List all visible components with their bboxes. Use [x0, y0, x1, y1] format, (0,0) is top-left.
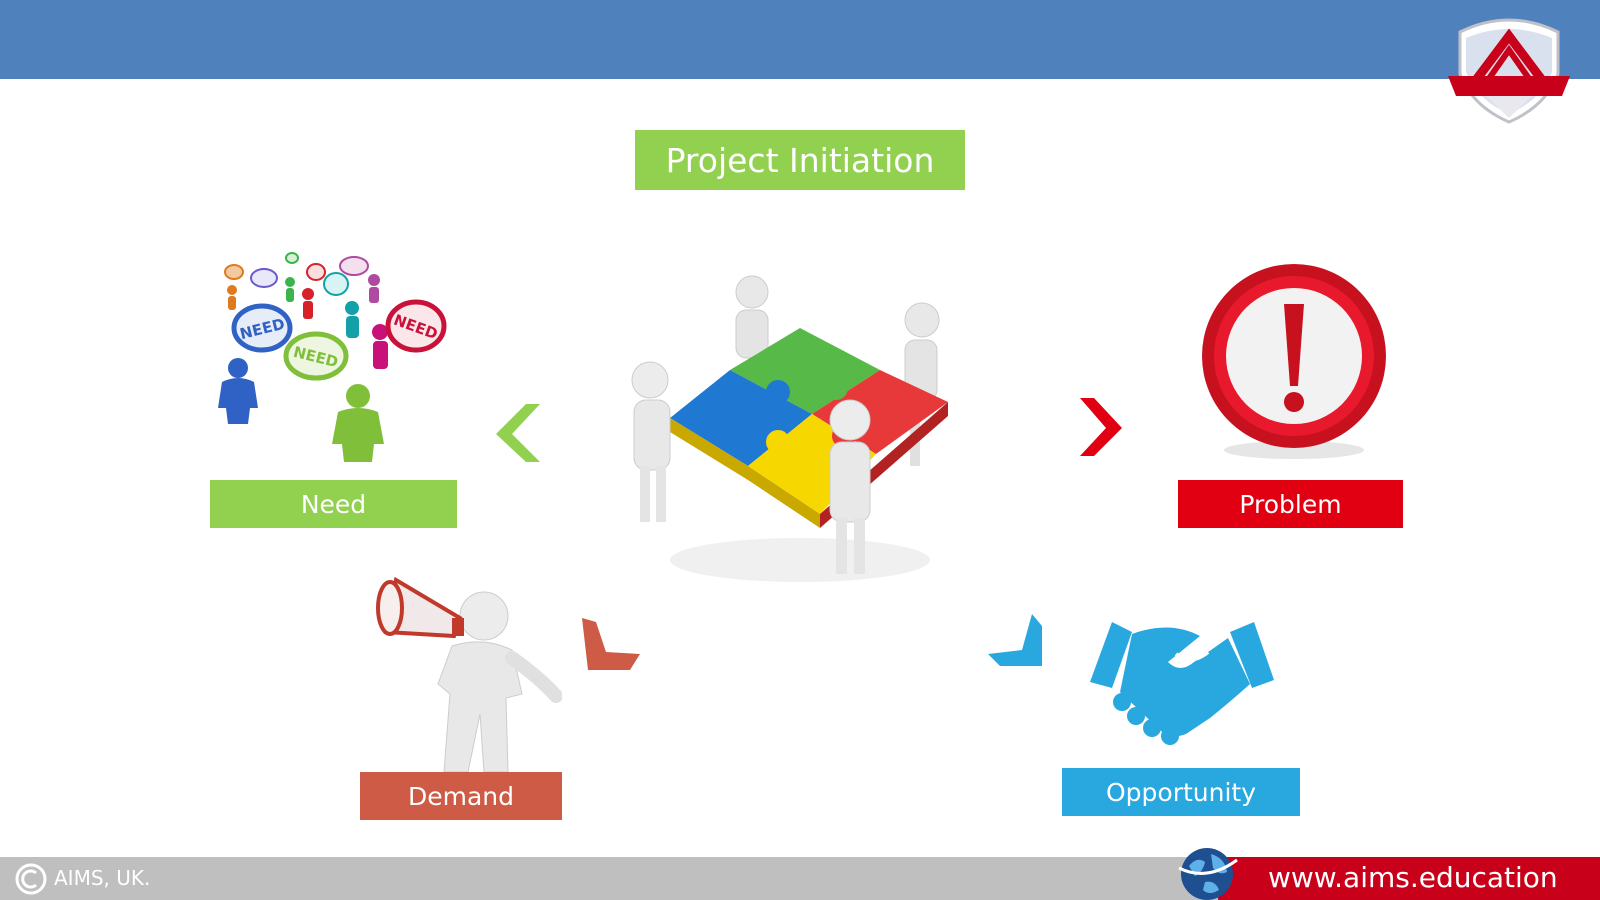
person-icon	[218, 358, 258, 424]
opportunity-label: Opportunity	[1062, 768, 1300, 816]
problem-label: Problem	[1178, 480, 1403, 528]
person-icon	[285, 277, 295, 302]
copyright-icon	[14, 862, 48, 896]
person-icon	[227, 285, 237, 310]
need-speech-bubble-red: NEED	[385, 299, 447, 353]
person-icon	[332, 384, 384, 462]
need-speech-bubble-green: NEED	[283, 331, 349, 381]
globe-icon	[1175, 842, 1239, 900]
person-icon	[302, 288, 314, 319]
megaphone-person-illustration	[372, 574, 562, 772]
header-bar	[0, 0, 1600, 79]
demand-label: Demand	[360, 772, 562, 820]
need-illustration: NEED NEED NEED	[212, 248, 462, 466]
need-speech-bubble-blue: NEED	[231, 303, 293, 353]
page-title: Project Initiation	[635, 130, 965, 190]
footer-accent-bar	[1218, 857, 1600, 900]
handshake-icon	[1090, 622, 1274, 748]
aims-crest-logo	[1446, 14, 1572, 126]
arrow-down-left-icon	[582, 618, 642, 674]
footer-copyright-text: AIMS, UK.	[54, 866, 151, 890]
person-icon	[372, 324, 388, 369]
need-label: Need	[210, 480, 457, 528]
warning-icon	[1196, 262, 1392, 462]
person-icon	[368, 274, 380, 303]
footer-website-link[interactable]: www.aims.education	[1268, 861, 1558, 894]
puzzle-team-illustration	[630, 270, 960, 590]
person-icon	[345, 301, 359, 338]
arrow-right-icon	[1078, 398, 1124, 458]
arrow-left-icon	[496, 404, 542, 464]
arrow-down-right-icon	[988, 614, 1048, 670]
megaphone-icon	[376, 576, 464, 639]
